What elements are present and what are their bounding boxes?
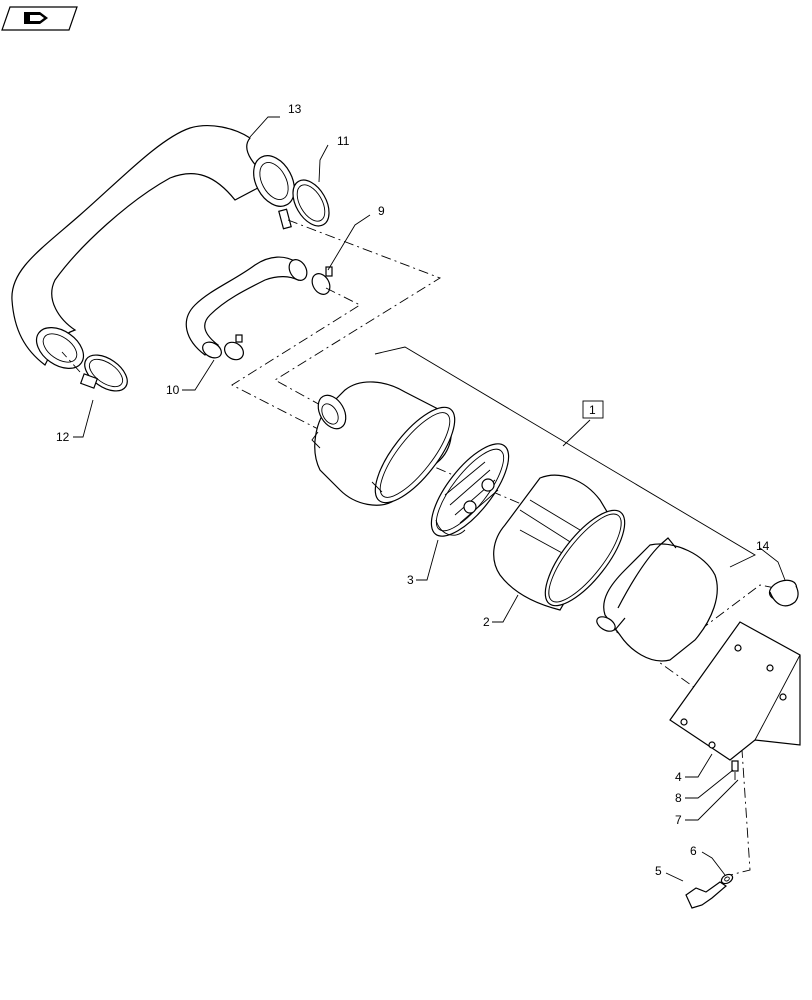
callout-1: 1 [589,403,596,417]
mounting-bracket-4 [669,621,801,761]
callout-2: 2 [483,615,490,629]
callout-6: 6 [690,844,697,858]
air-cleaner-cover [596,537,718,662]
assembly-bracket-1 [374,346,756,568]
callout-14: 14 [756,539,770,553]
air-cleaner-housing [311,381,456,506]
callout-8: 8 [675,791,682,805]
hose-clamp-11 [278,179,330,230]
callout-9: 9 [378,204,385,218]
o-ring-seal [544,509,626,607]
hose-clamp-12 [79,354,128,392]
bolt-7 [731,760,739,780]
washer-6 [720,873,734,885]
callout-12: 12 [56,430,70,444]
filter-element-3 [430,443,510,537]
callout-box-1 [582,400,604,419]
intake-hose-13 [11,125,295,370]
leader-lines [73,116,786,882]
small-clamp-9 [311,266,333,295]
callout-4: 4 [675,770,682,784]
bolt-5 [685,881,727,909]
callout-10: 10 [166,383,180,397]
callout-13: 13 [288,102,302,116]
callout-5: 5 [655,864,662,878]
callout-3: 3 [407,573,414,587]
evacuator-valve-14 [768,579,799,607]
next-page-arrow-icon[interactable] [1,6,78,31]
small-clamp-lower [224,334,244,361]
small-hose-10 [185,256,308,359]
callout-7: 7 [675,813,682,827]
callout-11: 11 [337,134,350,148]
